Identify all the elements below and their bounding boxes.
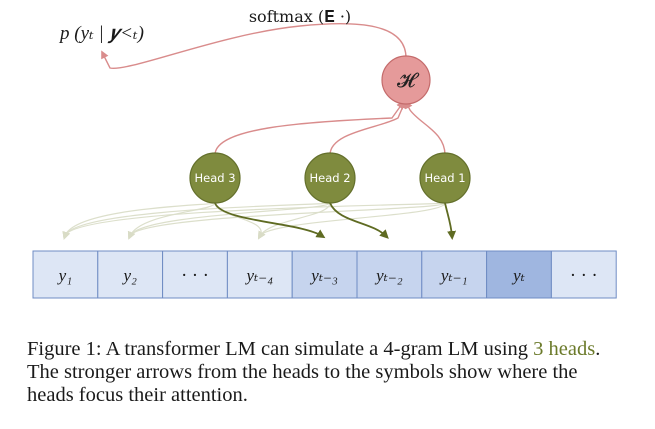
output-probability-label: p (yₜ | 𝒚<ₜ) [58, 23, 144, 44]
faint-arrow [127, 202, 331, 240]
token-label-yt: yₜ [511, 266, 526, 285]
faint-arrow [62, 202, 216, 240]
token-label-y1: y₁ [57, 266, 72, 285]
caption-text-end: . The stronger arrows from the heads to … [27, 338, 601, 406]
faint-arrow [62, 202, 331, 240]
softmax-label: softmax (𝐄 ·) [249, 7, 351, 26]
head2-to-token-t2-arrow [329, 202, 389, 239]
head-2-node [304, 152, 356, 204]
figure-caption: Figure 1: A transformer LM can simulate … [27, 338, 627, 407]
token-sequence: y₁ y₂ · · · yₜ₋₄ yₜ₋₃ yₜ₋₂ yₜ₋₁ yₜ · · · [32, 250, 617, 299]
token-cell-y1 [32, 250, 99, 299]
head-2-label: Head 2 [309, 171, 350, 185]
token-cell-yt-4 [226, 250, 293, 299]
token-label-yt-1: yₜ₋₁ [439, 266, 468, 285]
head1-to-token-t1-arrow [444, 202, 457, 240]
head2-to-combine-arrow [329, 100, 407, 156]
head-3-node [189, 152, 241, 204]
head-3-label: Head 3 [194, 171, 235, 185]
head3-to-token-t3-arrow [214, 202, 326, 239]
faint-arrow [62, 202, 446, 240]
faint-arrow [127, 202, 216, 240]
head-nodes: Head 3 Head 2 Head 1 [189, 152, 471, 204]
token-cell-yt-1 [421, 250, 488, 299]
token-cell-ellipsis-right [550, 250, 617, 299]
output-arrows [101, 22, 446, 156]
caption-highlight: 3 heads [533, 338, 596, 360]
token-label-y2: y₂ [121, 266, 137, 285]
combine-to-output-arrow [101, 22, 407, 69]
caption-text-start: Figure 1: A transformer LM can simulate … [27, 338, 534, 360]
faint-arrow [127, 202, 446, 240]
head1-to-combine-arrow [405, 100, 446, 156]
combine-node-label: 𝓗 [397, 68, 420, 92]
head-1-node [419, 152, 471, 204]
strong-attention-arrows [214, 202, 457, 240]
faint-attention-arrows [62, 202, 446, 240]
token-cell-yt-2 [356, 250, 423, 299]
combine-node [381, 55, 431, 105]
token-label-yt-4: yₜ₋₄ [244, 266, 273, 285]
token-label-yt-3: yₜ₋₃ [309, 266, 338, 285]
token-cell-ellipsis-left [162, 250, 228, 299]
token-cell-yt-3 [291, 250, 358, 299]
faint-arrow [257, 202, 446, 240]
token-label-ellipsis-right: · · · [570, 266, 597, 286]
token-label-ellipsis-left: · · · [181, 266, 208, 286]
head-1-label: Head 1 [424, 171, 465, 185]
token-label-yt-2: yₜ₋₂ [374, 266, 403, 285]
head3-to-combine-arrow [214, 100, 405, 156]
